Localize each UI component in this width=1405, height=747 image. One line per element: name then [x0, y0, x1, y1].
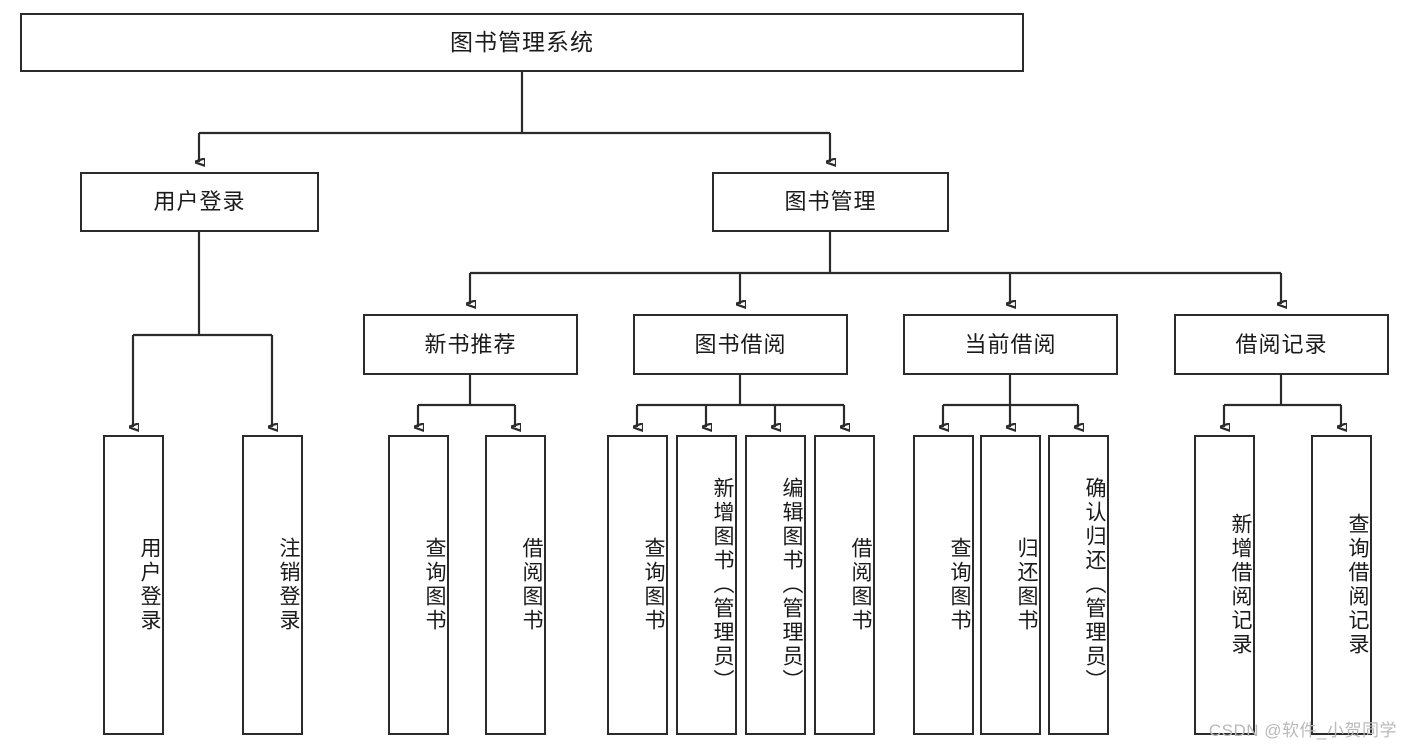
leaf-add-borrow-record[interactable]: 新增借阅记录	[1194, 435, 1255, 735]
leaf-borrow-book-new-recommend[interactable]: 借阅图书	[485, 435, 546, 735]
node-label: 查询借阅记录	[1346, 513, 1369, 657]
leaf-logout-login[interactable]: 注销登录	[242, 435, 303, 735]
node-label: 编辑图书（管理员）	[780, 477, 803, 693]
node-label: 归还图书	[1015, 537, 1038, 633]
node-label: 用户登录	[138, 537, 161, 633]
leaf-add-book-admin[interactable]: 新增图书（管理员）	[676, 435, 737, 735]
node-label: 借阅记录	[1235, 331, 1328, 357]
node-root-book-management-system[interactable]: 图书管理系统	[20, 13, 1024, 72]
node-book-management[interactable]: 图书管理	[712, 172, 949, 232]
node-label: 图书借阅	[694, 331, 787, 357]
leaf-user-login[interactable]: 用户登录	[103, 435, 164, 735]
leaf-query-borrow-record[interactable]: 查询借阅记录	[1311, 435, 1372, 735]
node-label: 用户登录	[153, 189, 246, 215]
node-label: 借阅图书	[520, 537, 543, 633]
node-label: 当前借阅	[964, 331, 1057, 357]
node-label: 图书管理系统	[450, 29, 594, 56]
node-user-login[interactable]: 用户登录	[80, 172, 319, 232]
node-label: 查询图书	[423, 537, 446, 633]
node-label: 确认归还（管理员）	[1083, 477, 1106, 693]
node-label: 借阅图书	[849, 537, 872, 633]
leaf-edit-book-admin[interactable]: 编辑图书（管理员）	[745, 435, 806, 735]
node-label: 新增借阅记录	[1229, 513, 1252, 657]
node-book-borrow[interactable]: 图书借阅	[633, 314, 848, 375]
leaf-query-book-new-recommend[interactable]: 查询图书	[388, 435, 449, 735]
node-label: 查询图书	[948, 537, 971, 633]
node-new-book-recommend[interactable]: 新书推荐	[363, 314, 578, 375]
node-current-borrow[interactable]: 当前借阅	[903, 314, 1118, 375]
leaf-query-book-current[interactable]: 查询图书	[913, 435, 974, 735]
node-label: 新增图书（管理员）	[711, 477, 734, 693]
node-label: 图书管理	[784, 189, 877, 215]
node-label: 查询图书	[642, 537, 665, 633]
leaf-borrow-book[interactable]: 借阅图书	[814, 435, 875, 735]
node-borrow-record[interactable]: 借阅记录	[1174, 314, 1389, 375]
leaf-confirm-return-admin[interactable]: 确认归还（管理员）	[1048, 435, 1109, 735]
csdn-watermark: CSDN @软件_小贺同学	[1208, 721, 1397, 740]
node-label: 新书推荐	[424, 331, 517, 357]
node-label: 注销登录	[277, 537, 300, 633]
leaf-return-book[interactable]: 归还图书	[980, 435, 1041, 735]
leaf-query-book-borrow[interactable]: 查询图书	[607, 435, 668, 735]
